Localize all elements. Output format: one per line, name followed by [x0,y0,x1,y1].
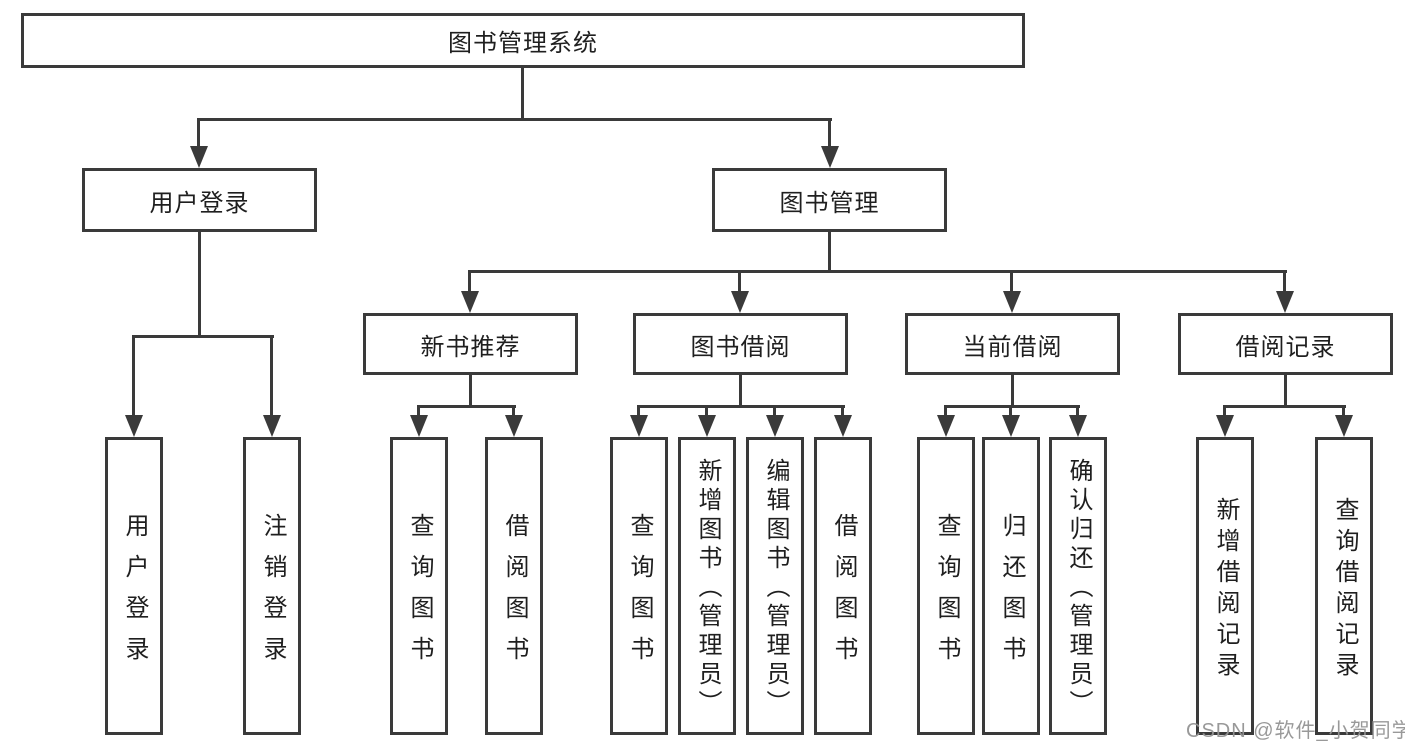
leaf-borrow-books-recommend: 借阅图书 [485,437,543,735]
leaf-query-books-recommend: 查询图书 [390,437,448,735]
arrowhead-icon [263,415,281,437]
leaf-label: 确认归还（管理员） [1065,458,1092,719]
leaf-label: 编辑图书（管理员） [762,458,789,719]
leaf-confirm-return-admin: 确认归还（管理员） [1049,437,1107,735]
node-book-management: 图书管理 [712,168,947,232]
arrowhead-icon [461,291,479,313]
connector-current-branch [945,405,1080,408]
arrow-to-current-borrowing [1003,270,1021,313]
arrow-to-leaf-user-login [125,335,143,437]
arrowhead-icon [766,415,784,437]
arrow-to-user-login [190,118,208,168]
connector-book-management-branch [469,270,1287,273]
arrow-to-borrow-books [834,405,852,437]
leaf-return-books: 归还图书 [982,437,1040,735]
arrowhead-icon [1216,415,1234,437]
leaf-label: 注销登录 [259,512,286,677]
connector-borrowing-branch [638,405,845,408]
arrow-to-return-books [1002,405,1020,437]
connector-recommend-stem [469,375,472,407]
arrow-to-leaf-logout [263,335,281,437]
arrow-to-query-books-current [937,405,955,437]
leaf-label: 归还图书 [998,512,1025,677]
arrow-to-borrowing-records [1276,270,1294,313]
connector-recommend-branch [418,405,516,408]
arrow-to-new-book-recommendation [461,270,479,313]
leaf-label: 新增借阅记录 [1212,496,1239,683]
arrow-to-add-borrow-record [1216,405,1234,437]
csdn-watermark: CSDN @软件_小贺同学 [1186,720,1405,742]
arrowhead-icon [1003,291,1021,313]
arrowhead-icon [821,146,839,168]
arrow-to-add-books-admin [698,405,716,437]
node-new-book-recommendation: 新书推荐 [363,313,578,375]
arrowhead-icon [937,415,955,437]
arrow-to-book-management [821,118,839,168]
leaf-label: 查询图书 [406,512,433,677]
connector-root-branch [198,118,832,121]
node-user-login: 用户登录 [82,168,317,232]
arrow-to-borrow-books-recommend [505,405,523,437]
arrowhead-icon [834,415,852,437]
node-borrowing-records: 借阅记录 [1178,313,1393,375]
arrowhead-icon [1276,291,1294,313]
leaf-label: 用户登录 [121,512,148,677]
leaf-query-books-current: 查询图书 [917,437,975,735]
connector-borrowing-stem [739,375,742,407]
connector-records-stem [1284,375,1287,407]
connector-user-login-stem [198,232,201,337]
leaf-label: 查询图书 [933,512,960,677]
connector-records-branch [1224,405,1346,408]
arrowhead-icon [731,291,749,313]
leaf-logout: 注销登录 [243,437,301,735]
arrowhead-icon [1069,415,1087,437]
leaf-add-borrow-record: 新增借阅记录 [1196,437,1254,735]
connector-user-login-branch [133,335,274,338]
connector-book-management-stem [828,232,831,272]
leaf-label: 查询借阅记录 [1331,496,1358,683]
node-book-borrowing: 图书借阅 [633,313,848,375]
node-current-borrowing: 当前借阅 [905,313,1120,375]
arrowhead-icon [125,415,143,437]
leaf-user-login: 用户登录 [105,437,163,735]
arrow-to-query-books-recommend [410,405,428,437]
leaf-label: 查询图书 [626,512,653,677]
arrowhead-icon [630,415,648,437]
arrowhead-icon [698,415,716,437]
arrowhead-icon [1335,415,1353,437]
leaf-label: 借阅图书 [501,512,528,677]
arrow-to-confirm-return-admin [1069,405,1087,437]
node-root-library-management-system: 图书管理系统 [21,13,1025,68]
leaf-query-books-borrowing: 查询图书 [610,437,668,735]
arrowhead-icon [190,146,208,168]
connector-current-stem [1011,375,1014,407]
arrow-to-book-borrowing [731,270,749,313]
leaf-label: 借阅图书 [830,512,857,677]
leaf-borrow-books: 借阅图书 [814,437,872,735]
arrowhead-icon [410,415,428,437]
arrow-to-query-books-borrowing [630,405,648,437]
connector-root-stem [521,66,524,118]
arrow-to-edit-books-admin [766,405,784,437]
arrow-to-query-borrow-record [1335,405,1353,437]
leaf-query-borrow-record: 查询借阅记录 [1315,437,1373,735]
leaf-add-books-admin: 新增图书（管理员） [678,437,736,735]
leaf-label: 新增图书（管理员） [694,458,721,719]
arrowhead-icon [1002,415,1020,437]
arrowhead-icon [505,415,523,437]
leaf-edit-books-admin: 编辑图书（管理员） [746,437,804,735]
